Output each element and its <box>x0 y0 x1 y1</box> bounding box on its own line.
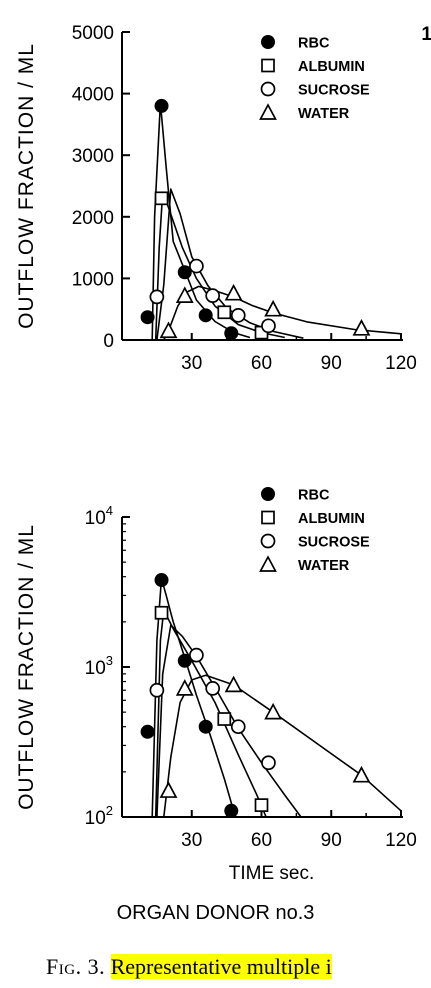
y-tick-label: 0 <box>103 331 114 352</box>
data-point-rbc <box>140 310 155 325</box>
figure-number: Fig. 3. <box>46 954 106 979</box>
data-point-rbc <box>177 265 192 280</box>
data-point-rbc <box>224 803 239 818</box>
y-tick-label: 103 <box>85 653 113 679</box>
figure: 1 30 60 90 120 0 1000 2000 3000 4000 5000OUTFLOW … <box>15 23 431 884</box>
y-tick-label: 2000 <box>72 208 114 229</box>
data-point-sucrose <box>230 308 246 323</box>
legend-label-albumin: ALBUMIN <box>298 511 365 527</box>
y-tick-label: 3000 <box>72 146 114 167</box>
legend-label-water: WATER <box>298 106 350 122</box>
x-tick-label: 120 <box>385 353 417 374</box>
legend-label-rbc: RBC <box>298 36 330 52</box>
figure-caption: Fig. 3. Representative multiple i <box>46 954 332 980</box>
data-point-albumin <box>154 191 169 206</box>
data-point-sucrose <box>149 682 165 698</box>
y-tick-label: 4000 <box>72 85 114 106</box>
data-point-water <box>224 283 243 301</box>
data-point-water <box>264 702 283 720</box>
data-point-rbc <box>140 724 155 739</box>
x-tick-label: 60 <box>251 353 272 374</box>
legend-label-sucrose: SUCROSE <box>298 83 370 99</box>
legend-marker-albumin <box>261 510 275 525</box>
series-curve-water <box>163 674 402 818</box>
x-tick-label: 120 <box>385 830 417 851</box>
data-point-rbc <box>198 719 213 734</box>
x-axis-label: TIME sec. <box>229 863 315 884</box>
data-point-albumin <box>254 798 269 812</box>
y-tick-label: 5000 <box>72 23 114 44</box>
data-point-sucrose <box>189 647 204 663</box>
data-point-rbc <box>177 653 192 668</box>
data-point-sucrose <box>205 288 221 303</box>
legend-label-water: WATER <box>298 558 350 574</box>
series-curve-sucrose <box>156 624 302 818</box>
y-tick-label: 104 <box>85 503 113 529</box>
data-point-water <box>175 679 194 696</box>
data-point-sucrose <box>261 755 276 771</box>
y-axis-label: OUTFLOW FRACTION / ML <box>15 43 38 329</box>
x-tick-label: 90 <box>321 353 342 374</box>
x-tick-label: 30 <box>181 830 202 851</box>
y-tick-label: 102 <box>85 803 113 829</box>
data-point-rbc <box>154 98 169 113</box>
legend-label-albumin: ALBUMIN <box>298 59 365 75</box>
data-point-albumin <box>217 305 232 320</box>
legend-marker-albumin <box>261 58 275 73</box>
x-tick-label: 30 <box>181 353 202 374</box>
legend-marker-rbc <box>261 35 275 49</box>
legend-marker-sucrose <box>260 533 276 549</box>
y-axis-label: OUTFLOW FRACTION / ML <box>15 524 38 810</box>
data-point-sucrose <box>205 681 221 696</box>
legend-marker-water <box>259 103 277 120</box>
data-point-water <box>159 321 178 339</box>
legend-marker-water <box>259 555 277 572</box>
data-point-sucrose <box>261 318 276 334</box>
caption-text: Representative multiple i <box>110 954 332 979</box>
legend-marker-rbc <box>261 487 275 501</box>
series-curve-albumin <box>154 609 267 818</box>
data-point-albumin <box>154 605 169 620</box>
legend-label-sucrose: SUCROSE <box>298 535 370 551</box>
data-point-rbc <box>198 308 213 323</box>
data-point-water <box>264 299 283 317</box>
y-tick-label: 1000 <box>72 269 114 290</box>
series-curve-albumin <box>154 191 285 341</box>
organ-donor-label: ORGAN DONOR no.3 <box>116 902 315 924</box>
legend-label-rbc: RBC <box>298 488 330 504</box>
data-point-water <box>175 286 194 303</box>
x-tick-label: 60 <box>251 830 272 851</box>
data-point-rbc <box>154 573 169 588</box>
panel-number: 1 <box>421 24 431 45</box>
data-point-water <box>224 675 243 693</box>
data-point-water <box>159 781 178 798</box>
series-curve-water <box>163 285 402 341</box>
series-curve-rbc <box>151 102 251 341</box>
data-point-water <box>352 765 371 783</box>
data-point-sucrose <box>149 289 165 305</box>
data-point-rbc <box>224 326 239 341</box>
x-tick-label: 90 <box>321 830 342 851</box>
data-point-water <box>352 318 371 336</box>
legend-marker-sucrose <box>260 81 276 97</box>
data-point-albumin <box>217 712 232 726</box>
data-point-sucrose <box>230 719 246 735</box>
data-point-sucrose <box>189 258 204 274</box>
